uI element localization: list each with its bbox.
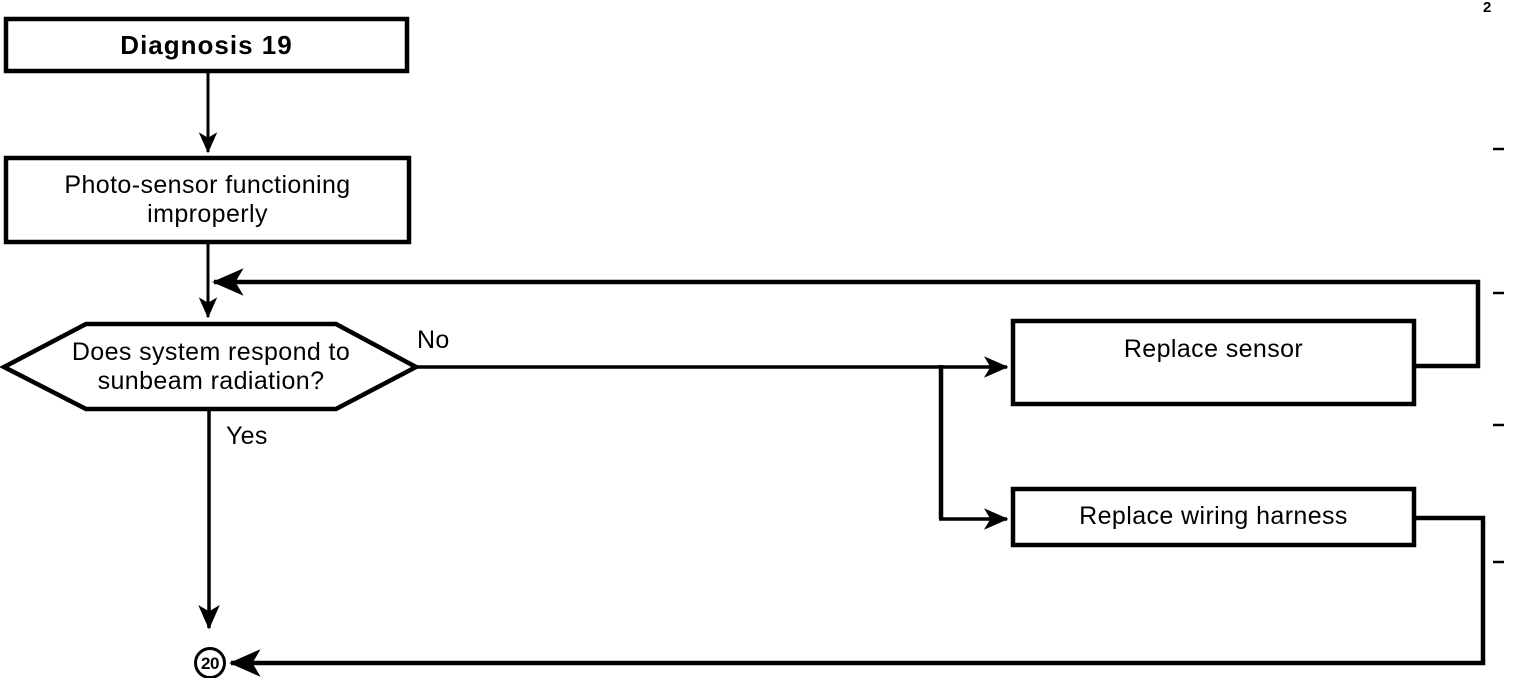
page-corner-mark: 2 [1483,2,1492,13]
edge-label-yes: Yes [226,422,268,450]
node-connector-20-circle [194,647,226,678]
node-photo-sensor-box [3,155,412,245]
edge-replace-harness-feedback [229,515,1486,677]
node-replace-sensor-box [1010,318,1417,407]
edge-label-no: No [417,326,450,354]
edge-replace-sensor-feedback [212,268,1481,369]
node-replace-harness-box [1010,486,1417,548]
node-diagnosis-box [3,16,410,74]
node-decision-hexagon [0,321,421,412]
